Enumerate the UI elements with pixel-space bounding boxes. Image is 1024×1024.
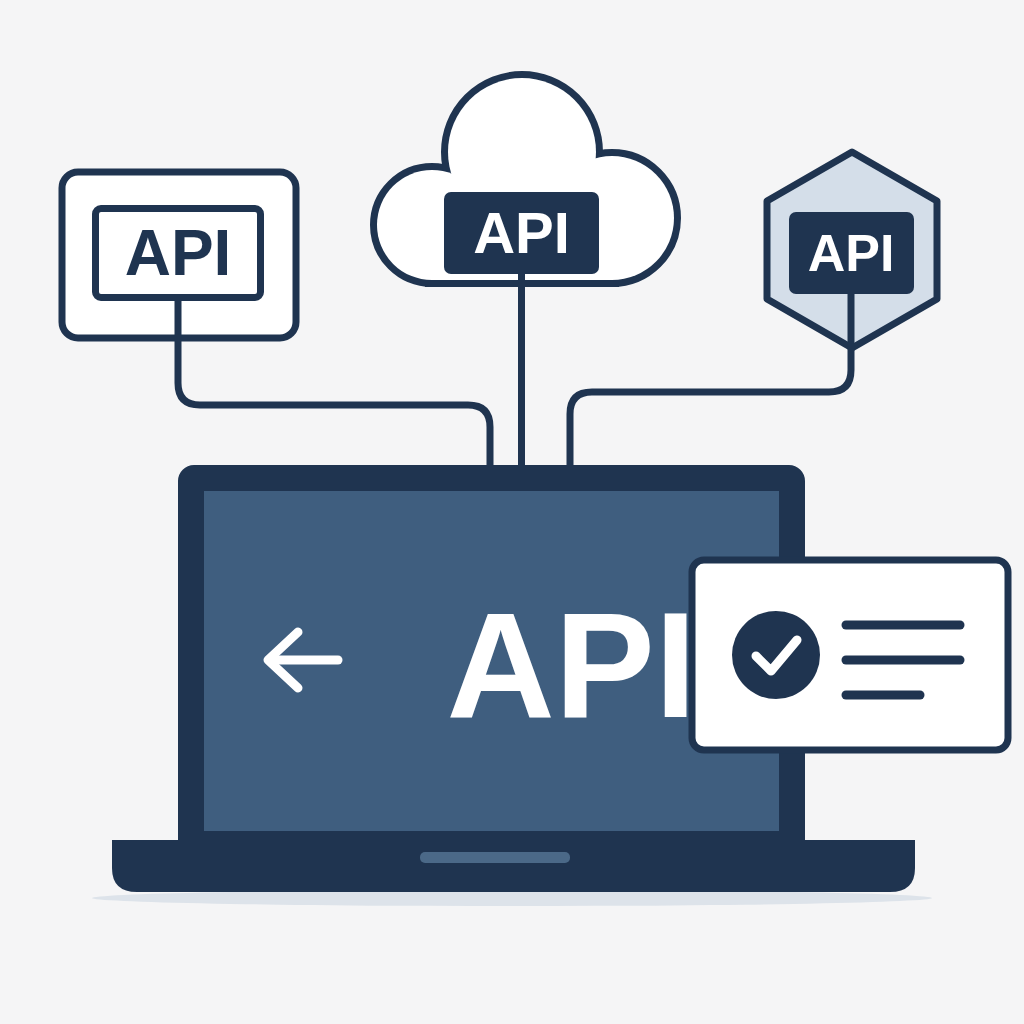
connector-line [518, 274, 525, 465]
laptop-screen: API [178, 465, 805, 843]
laptop-notch [420, 852, 570, 863]
api-box: API [92, 205, 264, 301]
api-label: API [125, 221, 232, 285]
api-label: API [446, 590, 696, 740]
api-box: API [789, 212, 914, 294]
cloud-shape [377, 78, 674, 280]
api-label: API [473, 204, 570, 262]
laptop-shadow [92, 890, 932, 906]
api-box: API [444, 192, 599, 274]
api-label: API [808, 227, 895, 279]
laptop-base [112, 840, 915, 892]
connector-line [570, 294, 851, 465]
connector-line [178, 301, 490, 465]
